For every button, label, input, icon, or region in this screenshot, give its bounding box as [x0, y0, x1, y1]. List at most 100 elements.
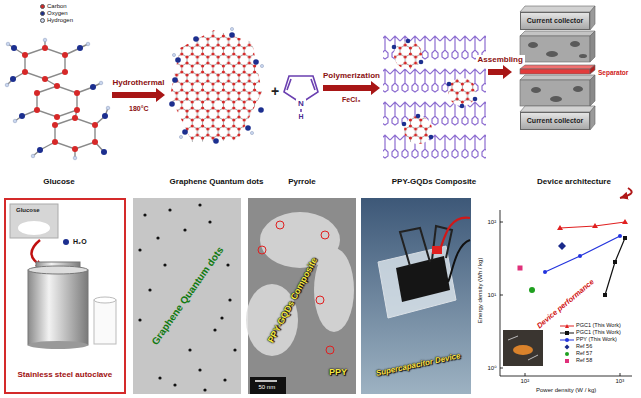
glucose-molecule-part-part	[22, 69, 28, 75]
panel-label: Graphene Quantum dots	[149, 244, 226, 347]
device-stack-part	[590, 65, 595, 74]
device-stack-part	[590, 31, 595, 62]
glucose-molecule-part-part	[101, 149, 107, 155]
composite-structure-part	[394, 41, 422, 69]
marker-diamond	[565, 344, 570, 349]
device-stack-part-part	[579, 54, 587, 58]
autoclave-illustration-part	[10, 204, 58, 238]
performance-plot-part	[503, 330, 543, 366]
device-photo-image-part	[400, 226, 452, 266]
performance-plot-part	[543, 234, 622, 274]
process-arrow	[112, 88, 165, 102]
glucose-molecule-part-part	[74, 107, 80, 113]
device-photo-image-part	[378, 246, 456, 318]
glucose-molecule-part-part	[55, 118, 95, 149]
legend-row: Ref 56	[560, 343, 592, 350]
legend-text: Ref 58	[576, 357, 592, 363]
graphene-quantum-dot-part-part	[179, 135, 182, 138]
glucose-molecule-part-part	[11, 45, 17, 51]
tem-image-dots-part-part	[220, 316, 223, 319]
glucose-molecule-part-part	[37, 86, 77, 117]
marker-circle	[565, 338, 569, 342]
tem-image-dots-part-part	[203, 388, 206, 391]
glucose-molecule-part-part	[13, 119, 17, 123]
performance-plot-part-part	[613, 260, 617, 264]
tem-image-dots-part-part	[198, 368, 201, 371]
performance-plot-part-part	[557, 225, 563, 230]
tem-image-dots-part	[138, 203, 236, 391]
plus-sign: +	[271, 83, 279, 99]
glucose-molecule-part-part	[19, 113, 25, 119]
node-label: Glucose	[43, 177, 75, 186]
molecule-panel: Glucose	[6, 22, 112, 188]
tick-label: 10³	[616, 378, 625, 385]
node-label: PPY-GQDs Composite	[392, 177, 476, 186]
composite-structure-part-part	[402, 122, 407, 127]
graphene-quantum-dot-part-part	[260, 64, 263, 67]
autoclave-illustration-part	[94, 297, 116, 303]
tem-image-dots-part-part	[143, 213, 146, 216]
scale-bar-label: 50 nm	[259, 384, 276, 391]
device-photo-image-part	[440, 218, 470, 250]
legend-text: Carbon	[47, 3, 67, 10]
performance-plot-part	[558, 242, 566, 250]
composite-structure-part-part	[460, 104, 465, 109]
device-stack-part	[531, 86, 583, 102]
tem-image-dots-part-part	[168, 208, 171, 211]
pyrrole-ring-part	[287, 79, 315, 112]
performance-plot-part	[500, 222, 620, 376]
glucose-molecule-part	[10, 45, 108, 155]
legend-swatch	[40, 4, 45, 9]
device-panel: Current collectorCurrent collectorDevice…	[512, 0, 636, 188]
glucose-molecule-part-part	[37, 147, 43, 153]
graphene-quantum-dot-part-part	[172, 53, 175, 56]
legend-text: Ref 57	[576, 350, 592, 356]
synthesis-panel: GlucoseH₂OStainless steel autoclave	[4, 198, 126, 394]
composite-structure-part	[394, 41, 422, 69]
performance-plot-part	[513, 345, 533, 355]
pyrrole-ring	[284, 76, 318, 112]
tem-image-composite-part-part	[326, 346, 334, 354]
graphene-quantum-dot-part-part	[245, 125, 251, 131]
graphene-quantum-dot-part-part	[169, 101, 175, 107]
panel-label: Stainless steel autoclave	[18, 370, 113, 379]
legend-row: PPY (This Work)	[560, 336, 617, 343]
glucose-molecule-part-part	[7, 40, 108, 158]
tem-image-dots-part-part	[183, 228, 186, 231]
performance-plot-part	[603, 236, 627, 297]
composite-structure-part-part	[419, 60, 424, 65]
glucose-molecule-part-part	[22, 52, 28, 58]
device-stack-part	[520, 31, 595, 36]
performance-plot-part	[518, 266, 523, 271]
device-stack-part	[520, 80, 590, 106]
glucose-molecule-part-part	[73, 156, 77, 160]
performance-plot-part	[545, 236, 620, 272]
tem-image: Graphene Quantum dots	[133, 198, 241, 394]
tem-image-dots-part-part	[148, 288, 151, 291]
tem-image-dots-part-part	[198, 203, 201, 206]
glucose-molecule-part-part	[42, 45, 48, 51]
tem-image-dots-part-part	[233, 348, 236, 351]
composite-structure-part-part	[416, 114, 421, 119]
graphene-quantum-dot-part	[169, 32, 264, 144]
device-photo-image-part	[361, 198, 471, 394]
tem-image: PPY-GQDs CompositePPY	[248, 198, 356, 394]
glucose-molecule-part-part	[10, 76, 16, 82]
tem-image-composite	[246, 198, 356, 394]
legend-row: PGC1 (This Work)	[560, 322, 621, 329]
tem-image-composite-part-part	[276, 221, 284, 229]
edge-label: Hydrothermal	[111, 78, 167, 87]
graphene-quantum-dot-part-part	[258, 107, 264, 113]
collector-label: Current collector	[527, 17, 583, 25]
device-photo-image	[361, 198, 471, 394]
legend-text: Oxygen	[47, 10, 68, 17]
legend-row: Ref 58	[560, 357, 592, 364]
axis-title: Energy density (Wh / kg)	[477, 257, 484, 323]
graphene-quantum-dot-part-part	[250, 131, 253, 134]
legend-text: Hydrogen	[47, 17, 73, 24]
legend-text: Ref 56	[576, 343, 592, 349]
autoclave-illustration-part	[28, 270, 88, 345]
glucose-molecule-part-part	[5, 83, 9, 87]
graphene-quantum-dot-part-part	[213, 138, 219, 144]
performance-plot-part	[529, 287, 535, 293]
